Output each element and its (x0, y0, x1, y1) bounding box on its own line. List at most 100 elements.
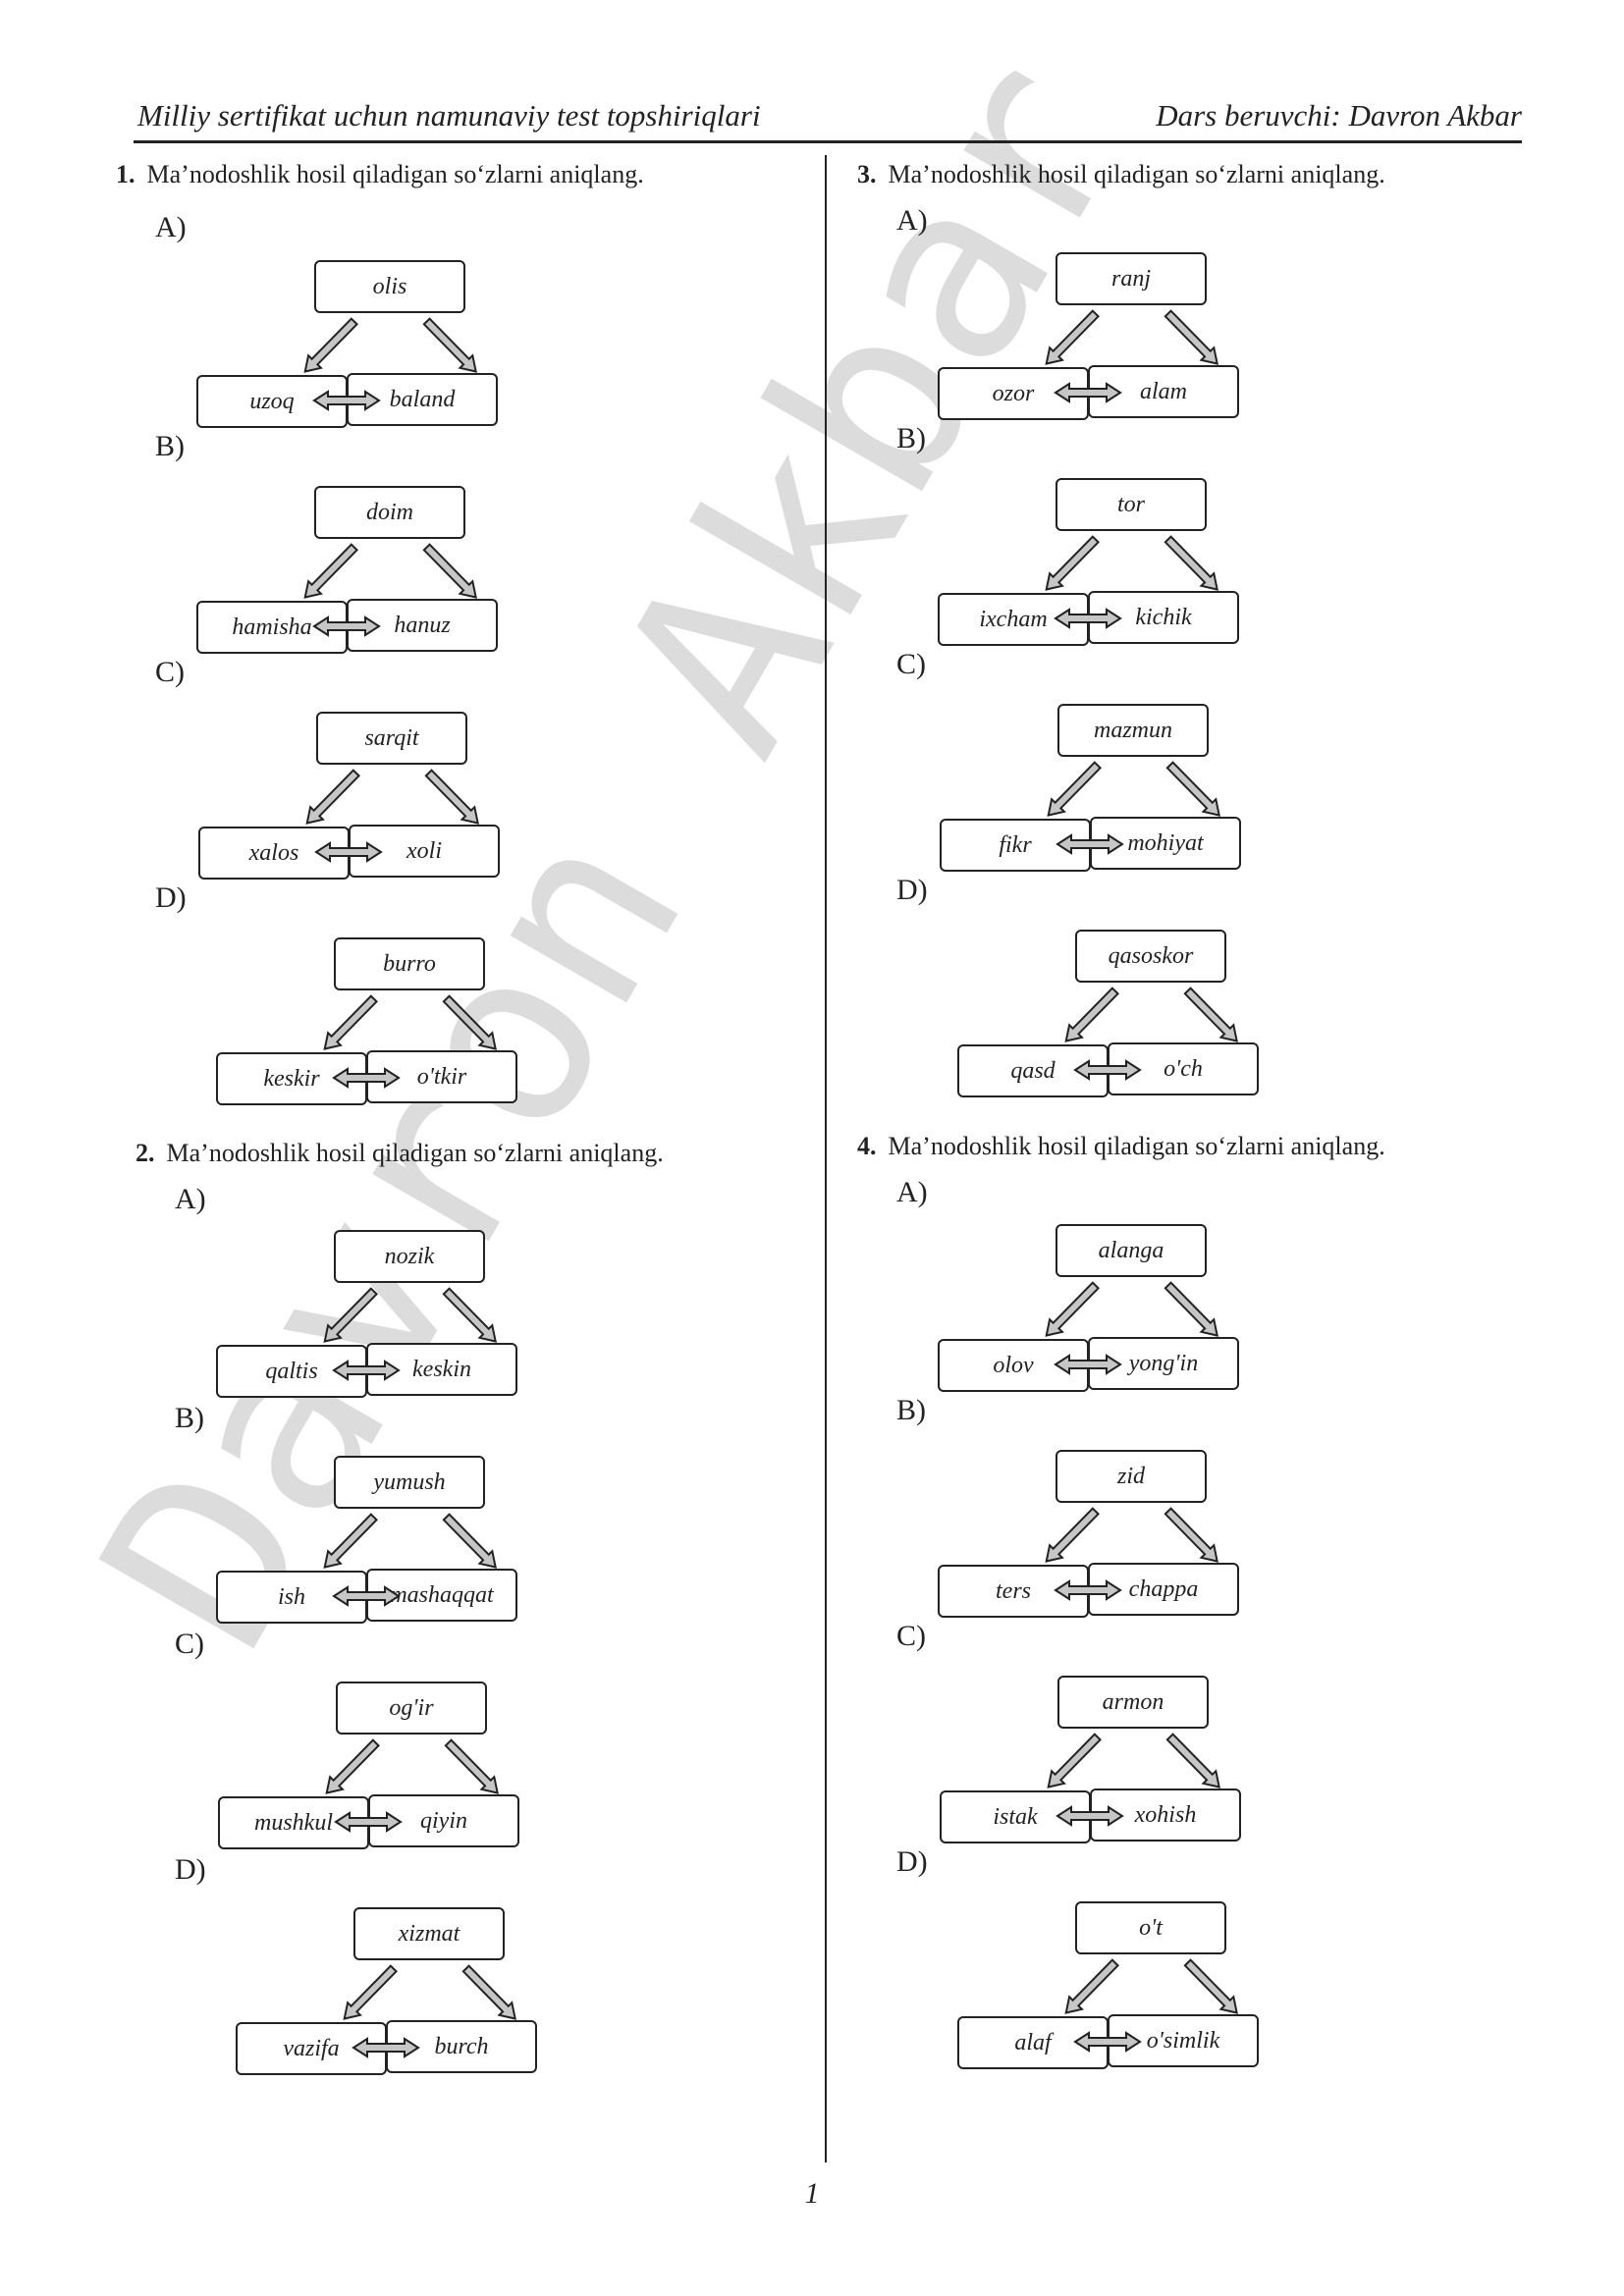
arrow-left (1047, 1732, 1103, 1789)
arrow-left (1045, 308, 1101, 365)
option-label[interactable]: B) (896, 422, 926, 454)
question-number: 2. (135, 1139, 155, 1167)
page-number: 1 (804, 2177, 820, 2210)
word-box-top: mazmun (1057, 704, 1209, 757)
question-number: 4. (857, 1132, 877, 1160)
question-4: 4. Ma’nodoshlik hosil qiladigan so‘zlarni… (857, 1132, 1385, 1161)
option-label[interactable]: C) (896, 1620, 926, 1652)
double-arrow (1056, 833, 1124, 855)
double-arrow (332, 1585, 401, 1607)
option-label[interactable]: D) (155, 881, 187, 914)
word-box-top: armon (1057, 1676, 1209, 1729)
option-label[interactable]: A) (175, 1183, 206, 1215)
arrow-right (1183, 986, 1239, 1042)
double-arrow (1054, 382, 1122, 403)
question-2: 2. Ma’nodoshlik hosil qiladigan so‘zlarni… (135, 1139, 664, 1168)
question-text: Ma’nodoshlik hosil qiladigan so‘zlarni a… (146, 160, 644, 188)
arrow-right (1183, 1957, 1239, 2014)
arrow-right (424, 768, 480, 825)
option-label[interactable]: C) (896, 648, 926, 680)
arrow-right (461, 1963, 517, 2020)
double-arrow (334, 1811, 403, 1833)
question-3: 3. Ma’nodoshlik hosil qiladigan so‘zlarni… (857, 160, 1385, 189)
arrow-right (442, 1286, 498, 1343)
arrow-right (422, 542, 478, 599)
column-divider (825, 155, 827, 2163)
header-rule (134, 140, 1522, 143)
word-box-right: o'simlik (1108, 2014, 1259, 2067)
double-arrow (1054, 1354, 1122, 1375)
double-arrow (332, 1067, 401, 1089)
word-box-right: baland (347, 373, 498, 426)
arrow-left (303, 316, 359, 373)
word-box-top: xizmat (353, 1907, 505, 1960)
arrow-left (325, 1737, 381, 1794)
arrow-left (343, 1963, 399, 2020)
word-box-top: yumush (334, 1456, 485, 1509)
arrow-left (1047, 760, 1103, 817)
word-box-top: olis (314, 260, 465, 313)
arrow-left (323, 1286, 379, 1343)
option-label[interactable]: B) (896, 1394, 926, 1426)
arrow-right (442, 993, 498, 1050)
word-box-top: tor (1056, 478, 1207, 531)
word-box-top: og'ir (336, 1682, 487, 1735)
double-arrow (312, 390, 381, 411)
word-box-left: istak (940, 1790, 1091, 1843)
arrow-right (1165, 760, 1221, 817)
arrow-right (1165, 1732, 1221, 1789)
double-arrow (314, 841, 383, 863)
option-label[interactable]: B) (175, 1402, 204, 1434)
option-label[interactable]: D) (175, 1853, 206, 1886)
arrow-left (323, 993, 379, 1050)
arrow-left (1045, 534, 1101, 591)
header-author: Dars beruvchi: Davron Akbar (1156, 98, 1522, 133)
word-box-top: ranj (1056, 252, 1207, 305)
question-text: Ma’nodoshlik hosil qiladigan so‘zlarni a… (888, 160, 1385, 188)
question-number: 3. (857, 160, 877, 188)
arrow-right (422, 316, 478, 373)
option-label[interactable]: A) (155, 211, 187, 243)
arrow-right (1164, 1506, 1219, 1563)
word-box-top: o't (1075, 1901, 1226, 1954)
arrow-left (1064, 1957, 1120, 2014)
double-arrow (1056, 1805, 1124, 1827)
arrow-left (305, 768, 361, 825)
question-1: 1. Ma’nodoshlik hosil qiladigan so‘zlarni… (116, 160, 644, 189)
double-arrow (332, 1360, 401, 1381)
arrow-right (1164, 308, 1219, 365)
word-box-top: zid (1056, 1450, 1207, 1503)
arrow-left (1045, 1506, 1101, 1563)
question-text: Ma’nodoshlik hosil qiladigan so‘zlarni a… (166, 1139, 664, 1167)
word-box-top: nozik (334, 1230, 485, 1283)
question-number: 1. (116, 160, 135, 188)
word-box-right: o'tkir (366, 1050, 517, 1103)
option-label[interactable]: A) (896, 1176, 928, 1208)
option-label[interactable]: C) (155, 656, 185, 688)
option-label[interactable]: B) (155, 430, 185, 462)
word-box-right: mashaqqat (366, 1569, 517, 1622)
word-box-right: alam (1088, 365, 1239, 418)
word-box-right: qiyin (368, 1794, 519, 1847)
arrow-left (323, 1512, 379, 1569)
option-label[interactable]: D) (896, 1845, 928, 1878)
word-box-top: sarqit (316, 712, 467, 765)
double-arrow (1073, 1059, 1142, 1081)
arrow-right (1164, 1280, 1219, 1337)
double-arrow (352, 2037, 420, 2058)
arrow-right (1164, 534, 1219, 591)
header-title: Milliy sertifikat uchun namunaviy test t… (137, 98, 761, 133)
arrow-left (303, 542, 359, 599)
word-box-left: ish (216, 1571, 367, 1624)
word-box-top: burro (334, 937, 485, 990)
word-box-right: hanuz (347, 599, 498, 652)
double-arrow (1054, 608, 1122, 629)
arrow-left (1045, 1280, 1101, 1337)
word-box-top: alanga (1056, 1224, 1207, 1277)
word-box-top: qasoskor (1075, 930, 1226, 983)
option-label[interactable]: C) (175, 1628, 204, 1660)
question-text: Ma’nodoshlik hosil qiladigan so‘zlarni a… (888, 1132, 1385, 1160)
option-label[interactable]: D) (896, 874, 928, 906)
double-arrow (312, 615, 381, 637)
option-label[interactable]: A) (896, 204, 928, 237)
